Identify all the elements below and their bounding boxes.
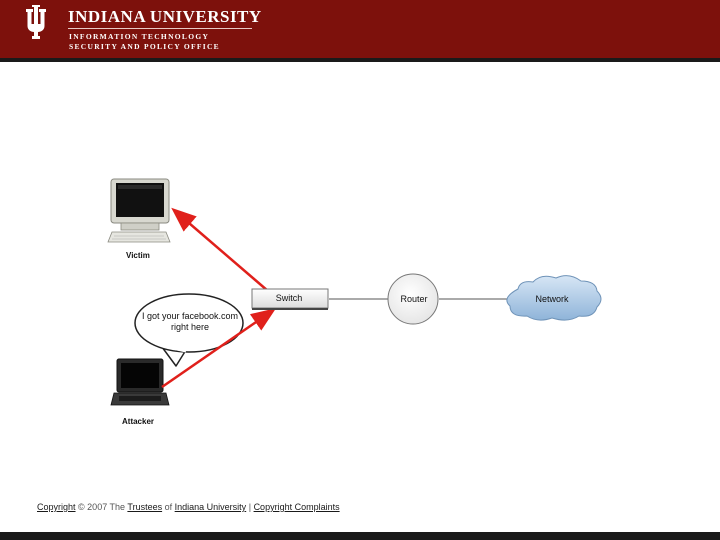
victim-label: Victim bbox=[126, 251, 150, 260]
footer-separator: | bbox=[248, 502, 252, 512]
router-node bbox=[387, 273, 439, 325]
footer-of: of bbox=[164, 502, 173, 512]
copyright-year: © 2007 bbox=[78, 502, 108, 512]
speech-bubble bbox=[134, 293, 244, 367]
switch-node bbox=[251, 288, 329, 310]
victim-arrow bbox=[171, 207, 269, 292]
attacker-label: Attacker bbox=[122, 417, 155, 426]
trustees-link[interactable]: Trustees bbox=[127, 502, 163, 512]
desktop-computer-icon bbox=[107, 178, 171, 243]
department-line-2: SECURITY AND POLICY OFFICE bbox=[69, 42, 220, 51]
footer-the: The bbox=[109, 502, 126, 512]
bottom-bar bbox=[0, 532, 720, 540]
laptop-icon bbox=[110, 358, 170, 406]
department-line-1: INFORMATION TECHNOLOGY bbox=[69, 32, 210, 41]
header-divider bbox=[68, 28, 252, 29]
copyright-link[interactable]: Copyright bbox=[37, 502, 76, 512]
university-name: INDIANA UNIVERSITY bbox=[68, 7, 262, 26]
router-label: Router bbox=[400, 294, 428, 304]
switch-label: Switch bbox=[275, 293, 303, 303]
network-label: Network bbox=[535, 294, 569, 304]
page-header: INDIANA UNIVERSITY INFORMATION TECHNOLOG… bbox=[0, 0, 720, 62]
speech-text: I got your facebook.com right here bbox=[141, 311, 239, 332]
iu-trident-icon bbox=[26, 5, 46, 39]
cloud-icon bbox=[506, 275, 602, 321]
footer: Copyright © 2007 The Trustees of Indiana… bbox=[37, 502, 340, 512]
indiana-university-link[interactable]: Indiana University bbox=[174, 502, 247, 512]
copyright-complaints-link[interactable]: Copyright Complaints bbox=[253, 502, 340, 512]
attacker-arrow bbox=[161, 308, 277, 389]
